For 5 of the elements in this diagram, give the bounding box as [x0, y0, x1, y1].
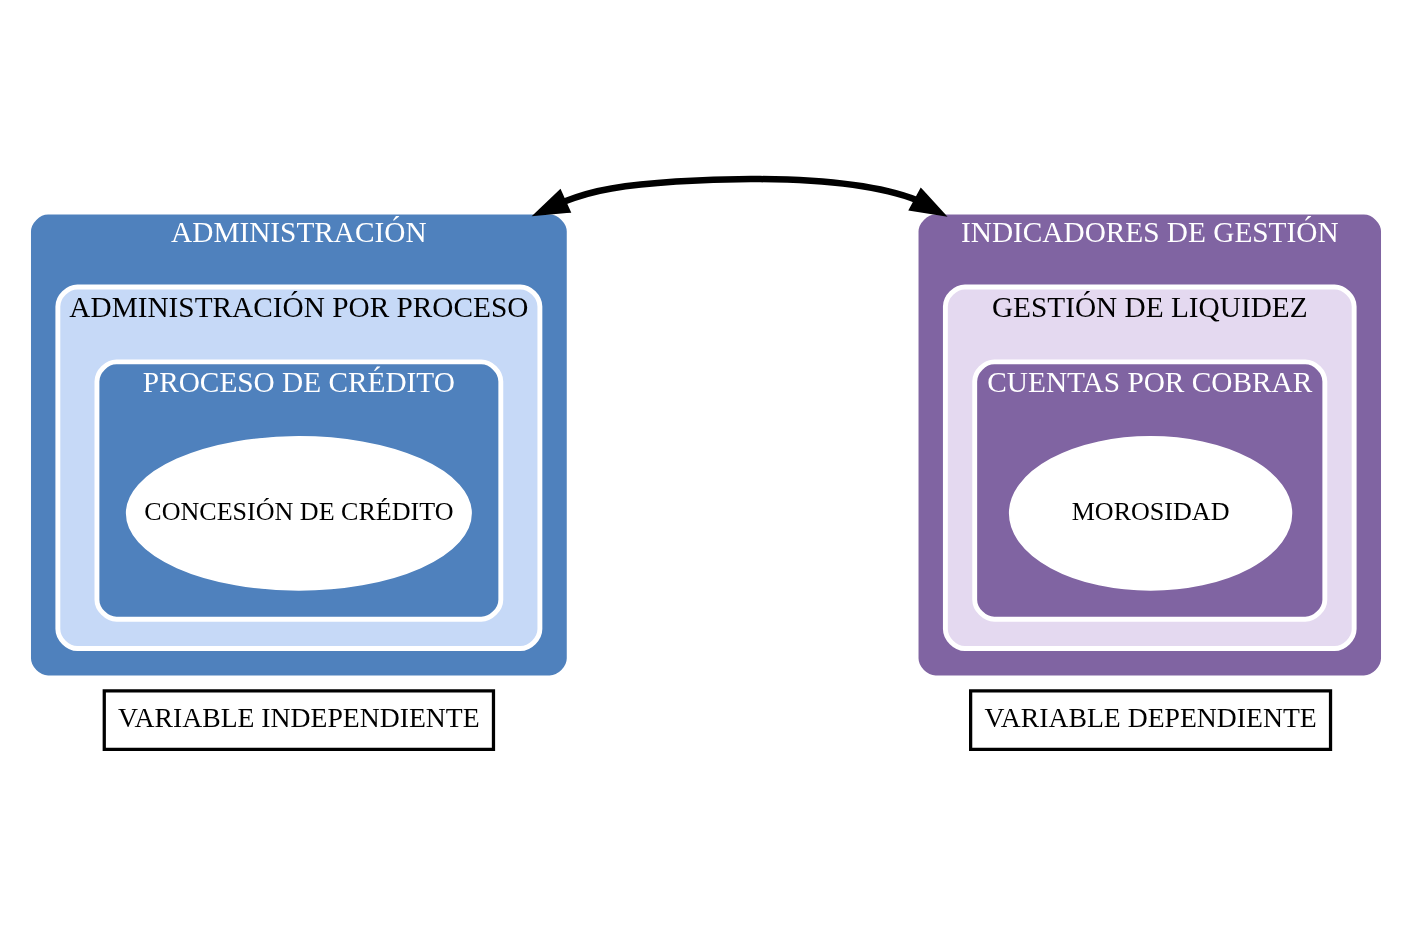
node-ellipse: MOROSIDAD: [1008, 436, 1293, 591]
node-box: VARIABLE DEPENDIENTE: [969, 689, 1333, 752]
arrow: [531, 175, 948, 217]
node-ellipse: CONCESIÓN DE CRÉDITO: [125, 436, 472, 591]
node-box: VARIABLE INDEPENDIENTE: [102, 689, 496, 752]
